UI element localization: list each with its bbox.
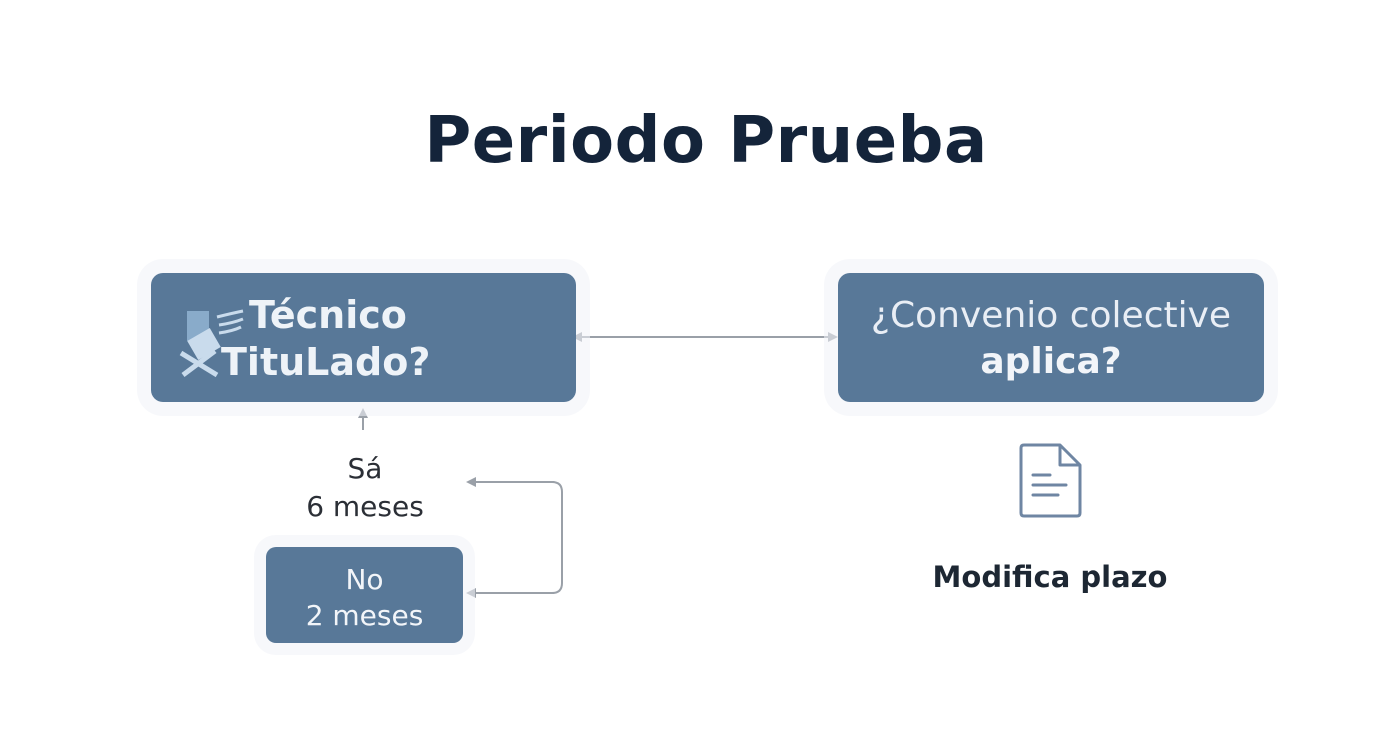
node-convenio-line2: aplica? — [980, 341, 1122, 382]
node-no-line1: No — [345, 563, 384, 596]
yes-label-line2: 6 meses — [306, 490, 424, 523]
yes-label-line1: Sá — [347, 452, 383, 485]
node-convenio: ¿Convenio colective aplica? — [838, 273, 1264, 402]
node-tecnico-titulado: Técnico TituLado? — [151, 273, 576, 402]
node-tecnico-line2: TituLado? — [221, 340, 431, 384]
node-convenio-line1: ¿Convenio colective — [870, 295, 1232, 336]
node-tecnico-line1: Técnico — [249, 293, 407, 337]
page-title: Periodo Prueba — [424, 104, 988, 178]
node-no: No 2 meses — [266, 547, 463, 643]
graduation-tools-icon — [179, 309, 244, 378]
modifica-plazo-label: Modifica plazo — [932, 560, 1168, 594]
connector-bracket — [551, 481, 563, 594]
node-no-line2: 2 meses — [305, 599, 424, 632]
document-icon — [1019, 443, 1082, 518]
